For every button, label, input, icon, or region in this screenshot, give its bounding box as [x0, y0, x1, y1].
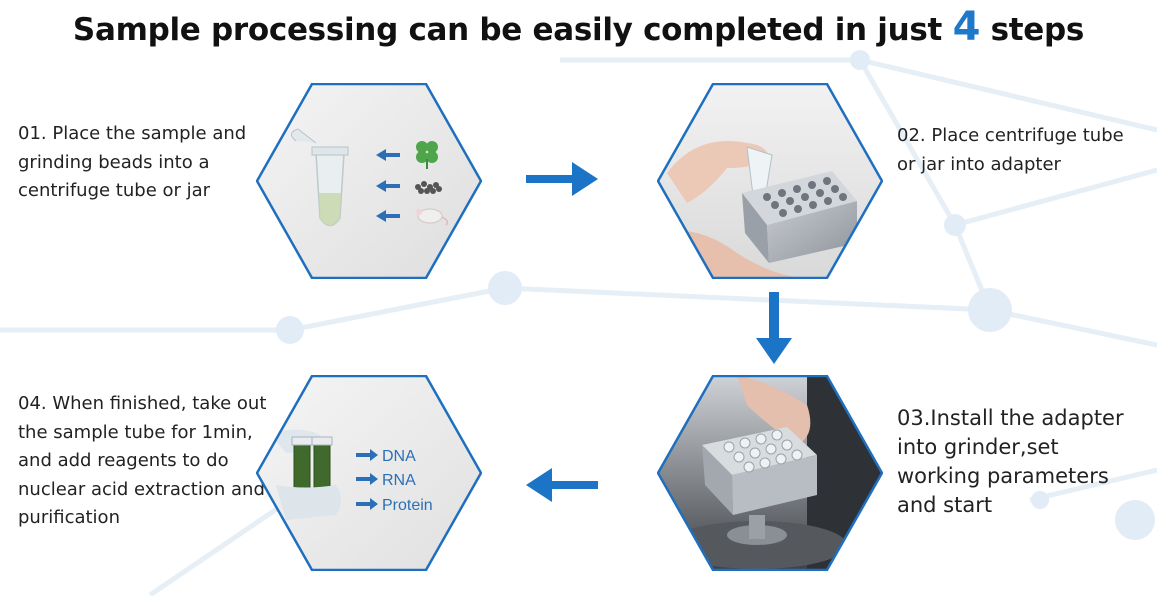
beads-icon: [415, 181, 442, 194]
leaf-icon: [416, 141, 438, 169]
step-2-text: 02. Place centrifuge tube or jar into ad…: [897, 125, 1124, 175]
step-1-text: 01. Place the sample and grinding beads …: [18, 123, 247, 201]
title-prefix: Sample processing can be easily complete…: [72, 12, 943, 48]
step-2-hexagon: [657, 83, 883, 279]
title-step-count: 4: [952, 4, 981, 50]
left-arrow-icon: [376, 149, 400, 161]
arrow-left-icon: [526, 468, 598, 502]
dna-label: DNA: [382, 448, 416, 465]
right-arrow-icon: [356, 473, 378, 485]
mouse-icon: [416, 208, 449, 226]
right-arrow-icon: [356, 449, 378, 461]
left-arrow-icon: [376, 180, 400, 192]
right-arrow-icon: [356, 498, 378, 510]
left-arrow-icon: [376, 210, 400, 222]
rna-label: RNA: [382, 472, 416, 489]
step-4-hexagon: DNA RNA Protein: [256, 375, 482, 571]
arrow-right-icon: [526, 162, 598, 196]
step-3-text: 03.Install the adapter into grinder,set …: [897, 406, 1124, 517]
step-3-hexagon: [657, 375, 883, 571]
step-4-text: 04. When finished, take out the sample t…: [18, 393, 267, 528]
title-suffix: steps: [990, 12, 1085, 48]
protein-label: Protein: [382, 497, 433, 514]
step-1-hexagon: [256, 83, 482, 279]
page-title: Sample processing can be easily complete…: [0, 4, 1157, 50]
arrow-down-icon: [756, 292, 792, 364]
